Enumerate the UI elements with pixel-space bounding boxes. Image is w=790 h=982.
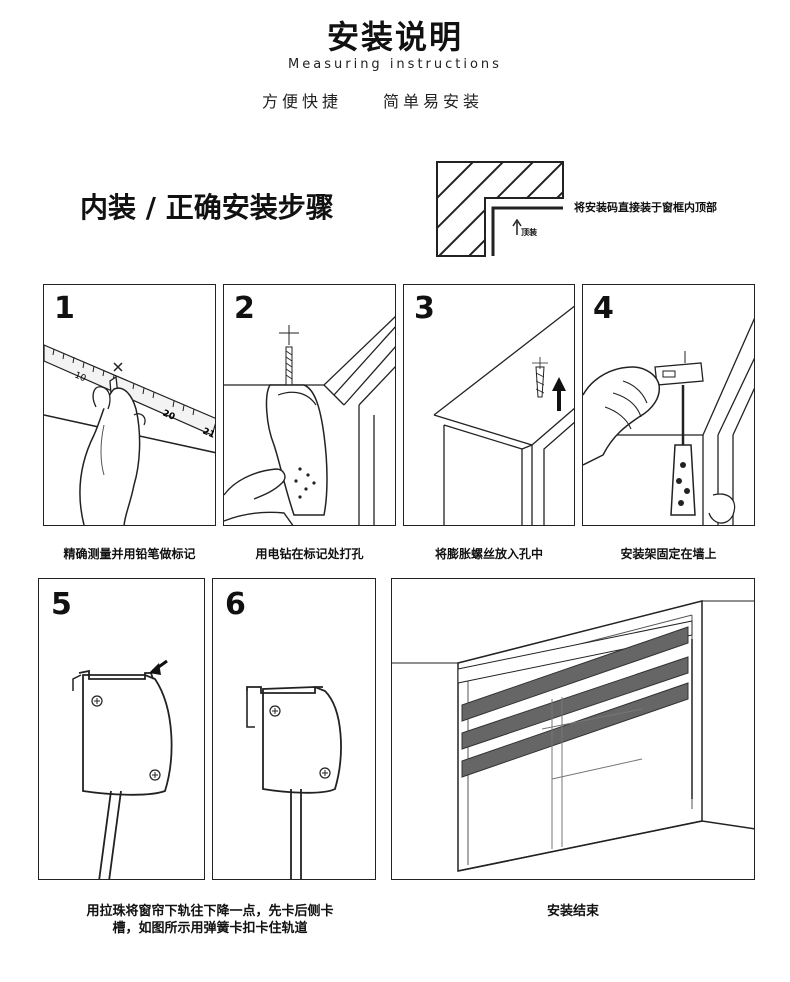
ruler-mark-21: 21 — [201, 427, 216, 441]
step-4-caption: 安装架固定在墙上 — [620, 547, 717, 561]
step-6-number: 6 — [225, 587, 246, 622]
tagline-left: 方便快捷 — [262, 92, 343, 111]
rail-clipped-illustration — [246, 686, 342, 879]
step-2-caption: 用电钻在标记处打孔 — [255, 547, 364, 561]
clip-rail-illustration — [72, 659, 173, 879]
finished-caption: 安装结束 — [546, 904, 599, 919]
ruler-mark-10: 10 — [73, 371, 88, 385]
drill-hole-illustration — [224, 316, 395, 525]
step-1-panel: 10 20 21 1 — [43, 284, 216, 526]
section-title: 内装 / 正确安装步骤 — [80, 191, 334, 224]
step-1-caption: 精确测量并用铅笔做标记 — [63, 547, 196, 561]
finished-panel — [391, 578, 755, 880]
step-2-panel: 2 — [223, 284, 396, 526]
step-3-caption: 将膨胀螺丝放入孔中 — [434, 547, 543, 561]
corner-label: 顶装 — [521, 228, 537, 237]
step-6-panel: 6 — [212, 578, 376, 880]
step-3-number: 3 — [414, 291, 435, 326]
step-3-panel: 3 — [403, 284, 575, 526]
step-5-caption-line1: 用拉珠将窗帘下轨往下降一点，先卡后侧卡 — [86, 904, 334, 919]
corner-note: 将安装码直接装于窗框内顶部 — [574, 201, 717, 214]
installed-blind-illustration — [392, 600, 754, 872]
step-1-number: 1 — [54, 291, 75, 326]
window-frame-corner-diagram — [436, 161, 564, 257]
tagline-right: 简单易安装 — [383, 92, 484, 111]
page-subtitle: Measuring instructions — [288, 57, 502, 72]
page-title: 安装说明 — [326, 18, 463, 56]
step-4-number: 4 — [593, 291, 614, 326]
step-5-number: 5 — [51, 587, 72, 622]
push-arrow-icon — [149, 663, 161, 675]
step-5-panel: 5 — [38, 578, 205, 880]
step-5-caption-line2: 槽，如图所示用弹簧卡扣卡住轨道 — [112, 921, 308, 936]
mount-bracket-illustration — [583, 317, 754, 525]
measure-with-pencil-illustration: 10 20 21 — [44, 344, 216, 525]
ruler-mark-20: 20 — [161, 409, 176, 423]
up-arrow-icon — [512, 218, 522, 235]
step-5-caption: 用拉珠将窗帘下轨往下降一点，先卡后侧卡 槽，如图所示用弹簧卡扣卡住轨道 — [40, 903, 380, 937]
step-2-number: 2 — [234, 291, 255, 326]
insert-anchor-illustration — [433, 305, 574, 525]
step-4-panel: 4 — [582, 284, 755, 526]
insert-arrow-icon — [552, 377, 566, 391]
